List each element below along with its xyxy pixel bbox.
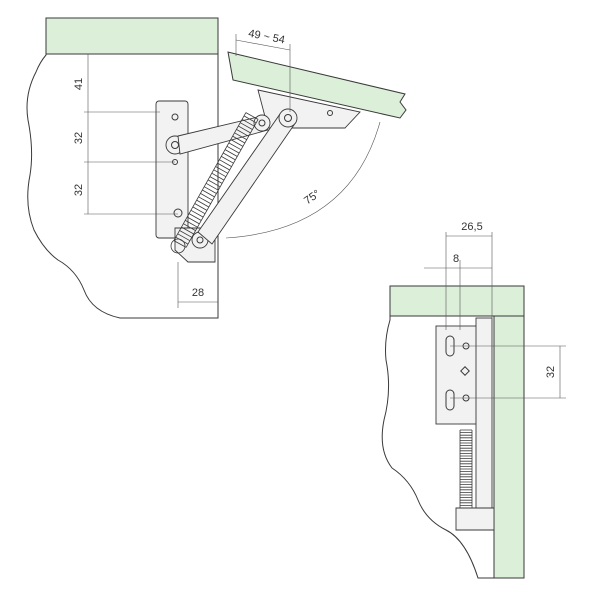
dim-32-a: 32: [73, 132, 85, 144]
right-view: 26,5 8 32: [381, 221, 566, 579]
dim-8: 8: [453, 253, 459, 265]
dim-49-54: 49 ~ 54: [247, 28, 286, 47]
spring-end-ring: [170, 238, 186, 254]
mounting-plate: [155, 100, 189, 239]
plate-hole-top: [171, 113, 179, 121]
keyhole-bottom: [445, 389, 455, 411]
right-hinge-body: [475, 317, 493, 529]
arm-pivot-top: [278, 108, 298, 128]
door-panel-right: [493, 315, 525, 579]
top-panel-right: [389, 285, 525, 317]
right-foot: [455, 507, 495, 531]
arm-pivot-top-inner: [284, 114, 292, 122]
arm-pivot-mid-inner: [258, 119, 266, 127]
cabinet-side-right: [381, 285, 525, 579]
plate-pivot-1-inner: [171, 141, 179, 149]
cabinet-side-left: [26, 17, 219, 319]
bracket-screw: [327, 110, 333, 116]
lower-pivot-inner: [196, 236, 204, 244]
dim-41: 41: [73, 78, 85, 90]
top-panel-left: [45, 17, 219, 55]
dim-26-5: 26,5: [461, 221, 482, 233]
plate-hole-low: [173, 208, 183, 218]
spring-right: [459, 429, 473, 509]
dim-75-deg: 75°: [302, 188, 323, 207]
dim-32-b: 32: [73, 184, 85, 196]
spring: [170, 112, 259, 254]
right-diamond: [460, 366, 470, 376]
dim-32-right: 32: [545, 366, 557, 378]
left-view: 41 32 32 49 ~ 54 75° 28: [26, 17, 407, 319]
keyhole-top: [445, 335, 455, 357]
dim-28: 28: [192, 287, 204, 299]
flap-panel: [227, 51, 407, 119]
